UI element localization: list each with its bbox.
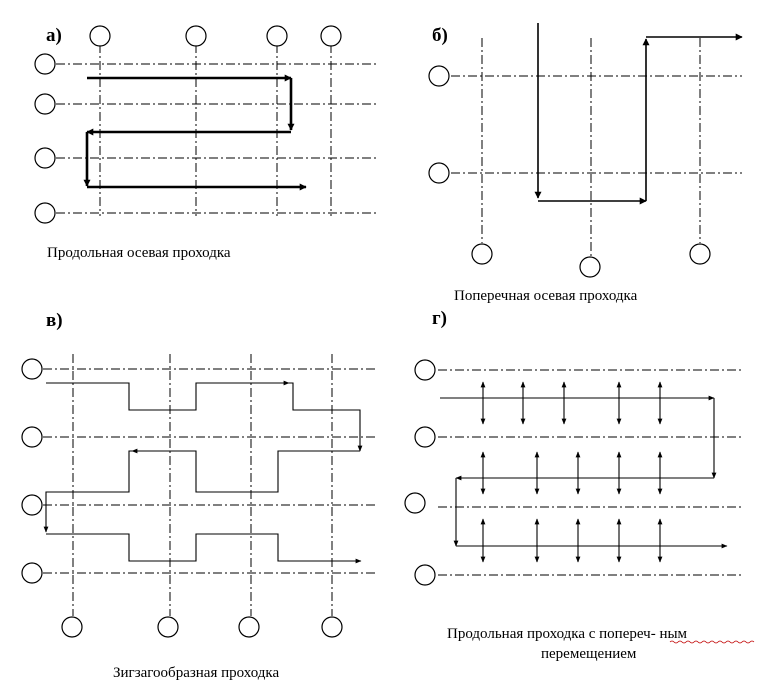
panel-a-route <box>83 74 307 191</box>
panel-a-nodes <box>34 25 342 224</box>
panel-g-nodes <box>404 359 436 586</box>
panel-v-nodes <box>21 358 343 638</box>
panel-b-grid <box>451 38 742 256</box>
panel-v-grid <box>43 354 375 616</box>
panel-a-letter: а) <box>46 25 62 46</box>
panel-b-letter: б) <box>432 25 448 46</box>
panel-v-route <box>43 380 363 564</box>
panel-b: б) Поперечная осевая проходка <box>428 23 743 304</box>
panel-b-nodes <box>428 65 711 278</box>
panel-g-letter: г) <box>432 308 447 329</box>
panel-a-grid <box>56 44 378 216</box>
panel-v-caption: Зигзагообразная проходка <box>113 665 279 681</box>
panel-v: в) Зигзагообразная <box>21 310 375 681</box>
panel-g-transverse-arrows <box>480 381 663 563</box>
panel-g-grid <box>438 369 742 576</box>
panel-b-caption: Поперечная осевая проходка <box>454 288 638 304</box>
panel-g-route <box>440 395 728 549</box>
panel-a-caption: Продольная осевая проходка <box>47 245 231 261</box>
panel-g-caption-line2: перемещением <box>541 646 637 662</box>
panel-a: а) Продольная осева <box>34 25 378 261</box>
panel-g: г) <box>404 308 755 662</box>
spellcheck-underline <box>669 640 755 644</box>
panel-b-route <box>534 23 743 205</box>
panel-v-letter: в) <box>46 310 63 331</box>
panel-g-caption-line1: Продольная проходка с попереч- ным <box>447 626 688 642</box>
